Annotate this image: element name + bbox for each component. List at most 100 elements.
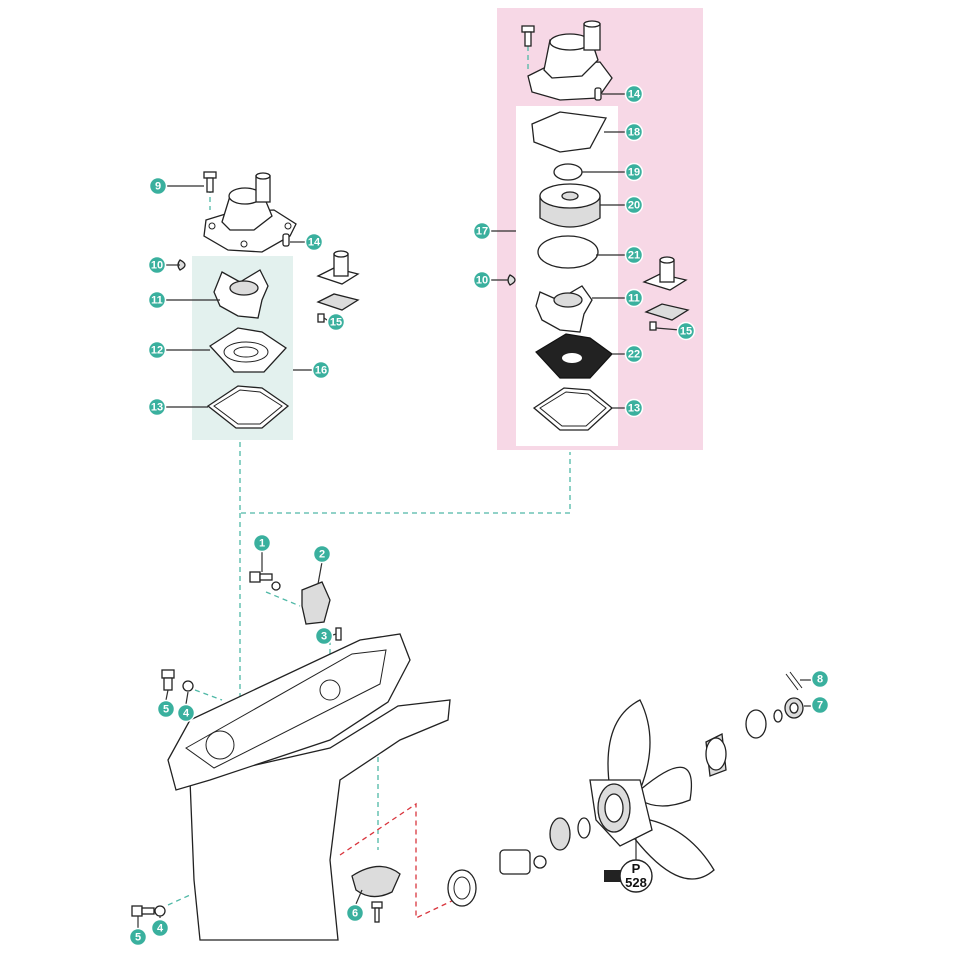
callout-circle xyxy=(624,245,644,265)
bolt-5a xyxy=(161,669,175,691)
callout-c14a: 14 xyxy=(304,232,324,252)
insert-cartridge-20 xyxy=(539,183,601,228)
callout-label: 3 xyxy=(321,631,327,643)
callout-c1: 1 xyxy=(252,533,272,553)
callout-c13a: 13 xyxy=(147,397,167,417)
callout-label: 14 xyxy=(628,89,641,101)
callout-c5b: 5 xyxy=(128,927,148,947)
washer-prop xyxy=(745,709,767,739)
bearing-housing xyxy=(499,849,547,875)
callout-circle xyxy=(176,703,196,723)
callout-c10a: 10 xyxy=(147,255,167,275)
pump-housing-small xyxy=(203,172,297,253)
callout-label: 9 xyxy=(155,181,161,193)
callout-c18: 18 xyxy=(624,122,644,142)
callout-circle xyxy=(624,162,644,182)
callout-circle xyxy=(624,288,644,308)
impeller-11a xyxy=(213,269,269,319)
callout-circle xyxy=(150,918,170,938)
impeller-11b xyxy=(535,285,593,333)
prop-nut-7 xyxy=(784,697,804,719)
callout-circle xyxy=(472,221,492,241)
dowel-pin-14b xyxy=(594,87,602,101)
callout-c22: 22 xyxy=(624,344,644,364)
callout-c14b: 14 xyxy=(624,84,644,104)
callout-c17: 17 xyxy=(472,221,492,241)
callout-c9: 9 xyxy=(148,176,168,196)
callout-c8: 8 xyxy=(810,669,830,689)
callout-circle xyxy=(147,340,167,360)
callout-label: 8 xyxy=(817,674,823,686)
thrust-washer xyxy=(549,817,591,851)
bolt-1 xyxy=(249,571,273,583)
callout-label: 19 xyxy=(628,167,640,179)
callout-label: 13 xyxy=(151,402,163,414)
callout-circle xyxy=(345,903,365,923)
callout-circle xyxy=(314,626,334,646)
bolt-9 xyxy=(203,171,217,193)
washer-4b xyxy=(154,905,166,917)
anode-2 xyxy=(301,581,331,625)
callout-label: 5 xyxy=(163,704,169,716)
seal-21 xyxy=(537,235,599,269)
callout-circle xyxy=(128,927,148,947)
callout-label: 22 xyxy=(628,349,640,361)
callout-circle xyxy=(624,195,644,215)
callout-c13b: 13 xyxy=(624,398,644,418)
callout-c11a: 11 xyxy=(147,290,167,310)
callout-circle xyxy=(156,699,176,719)
callout-circle xyxy=(624,84,644,104)
callout-c15a: 15 xyxy=(326,312,346,332)
washer-1 xyxy=(271,581,281,591)
callout-label: 16 xyxy=(315,365,327,377)
callout-c16: 16 xyxy=(311,360,331,380)
callout-c19: 19 xyxy=(624,162,644,182)
badge-line1: P xyxy=(632,861,641,876)
red-dashed-leader xyxy=(339,802,459,920)
callout-c6: 6 xyxy=(345,903,365,923)
callout-c12: 12 xyxy=(147,340,167,360)
pump-housing-large xyxy=(527,20,613,101)
bolt-large-housing xyxy=(521,25,535,47)
callout-c4a: 4 xyxy=(176,703,196,723)
woodruff-key-10b xyxy=(507,274,516,286)
callout-c7: 7 xyxy=(810,695,830,715)
callout-label: 17 xyxy=(476,226,488,238)
callout-circle xyxy=(147,290,167,310)
bolt-5b xyxy=(131,905,155,917)
propeller-badge: P 528 xyxy=(604,838,653,893)
callout-label: 10 xyxy=(151,260,163,272)
pin-3 xyxy=(335,627,342,641)
cotter-pin-8 xyxy=(785,671,803,691)
callout-c15b: 15 xyxy=(676,321,696,341)
gasket-18 xyxy=(531,111,608,153)
callout-c2: 2 xyxy=(312,544,332,564)
propeller xyxy=(589,699,715,880)
callout-circle xyxy=(312,544,332,564)
plate-12 xyxy=(208,327,287,373)
gasket-13a xyxy=(206,385,290,429)
callout-c21: 21 xyxy=(624,245,644,265)
washer-4a xyxy=(182,680,194,692)
callout-markers: 9141011121316151418192017211011152213123… xyxy=(128,84,830,947)
callout-circle xyxy=(148,176,168,196)
callout-label: 7 xyxy=(817,700,823,712)
callout-label: 1 xyxy=(259,538,265,550)
badge-line2: 528 xyxy=(625,875,647,890)
callout-circle xyxy=(147,255,167,275)
callout-label: 20 xyxy=(628,200,640,212)
water-tube-seal-15a xyxy=(316,250,360,323)
callout-label: 18 xyxy=(628,127,640,139)
callout-label: 13 xyxy=(628,403,640,415)
dowel-pin-14a xyxy=(282,233,290,247)
callout-circle xyxy=(810,695,830,715)
callout-c20: 20 xyxy=(624,195,644,215)
callout-label: 2 xyxy=(319,549,325,561)
spacer xyxy=(705,733,727,777)
washer-7b xyxy=(773,709,783,723)
callout-circle xyxy=(810,669,830,689)
callout-c3: 3 xyxy=(314,626,334,646)
callout-circle xyxy=(624,122,644,142)
callout-label: 5 xyxy=(135,932,141,944)
